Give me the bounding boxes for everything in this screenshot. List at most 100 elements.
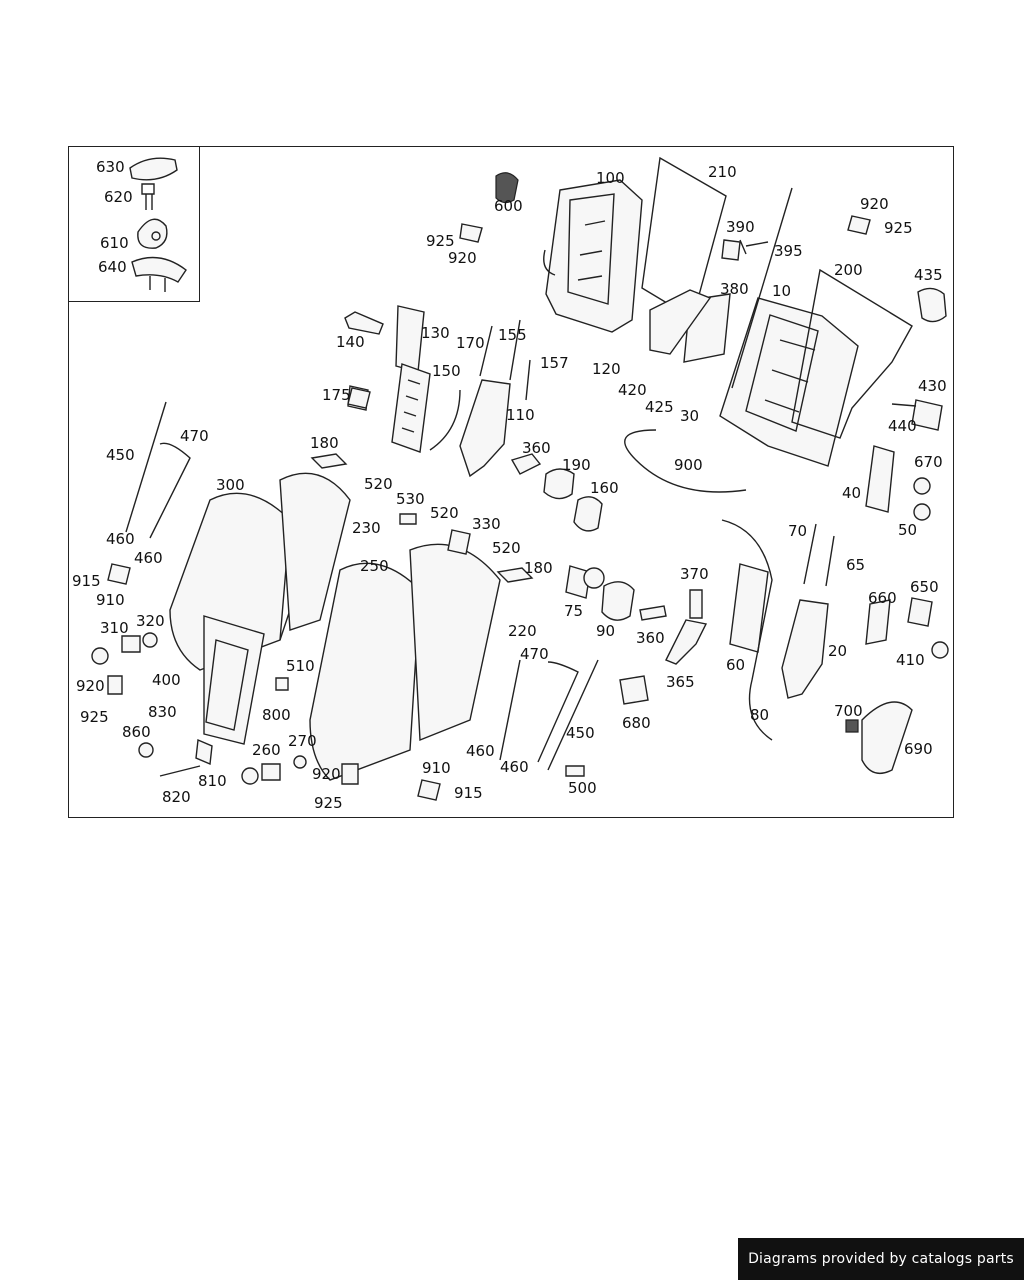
backrest-frame-right xyxy=(719,187,859,467)
part-label-70: 70 xyxy=(788,522,807,540)
cable-70 xyxy=(803,523,835,587)
seat-pan-400 xyxy=(203,615,265,745)
bolt-440 xyxy=(891,403,917,407)
nut-50 xyxy=(913,503,931,521)
part-label-900: 900 xyxy=(674,456,703,474)
part-label-75: 75 xyxy=(564,602,583,620)
connector-920-right xyxy=(847,215,871,235)
wire-470-right xyxy=(499,659,579,763)
clip-920-left xyxy=(107,675,123,695)
clip-180-right xyxy=(496,567,534,583)
seat-cushion-250 xyxy=(309,562,421,781)
part-label-460: 460 xyxy=(500,758,529,776)
part-label-630: 630 xyxy=(96,158,125,176)
part-label-920: 920 xyxy=(76,677,105,695)
fastener-330 xyxy=(447,529,471,555)
part-label-520: 520 xyxy=(364,475,393,493)
part-label-170: 170 xyxy=(456,334,485,352)
part-label-380: 380 xyxy=(720,280,749,298)
clip-910-mid xyxy=(417,779,441,801)
knob-90 xyxy=(601,581,635,621)
backrest-panel-210 xyxy=(641,156,727,316)
part-label-460: 460 xyxy=(134,549,163,567)
knob-160 xyxy=(573,496,603,532)
part-label-660: 660 xyxy=(868,589,897,607)
clip-660 xyxy=(865,599,891,645)
part-label-420: 420 xyxy=(618,381,647,399)
part-label-140: 140 xyxy=(336,333,365,351)
part-label-600: 600 xyxy=(494,197,523,215)
part-label-920: 920 xyxy=(860,195,889,213)
part-label-40: 40 xyxy=(842,484,861,502)
part-label-360: 360 xyxy=(522,439,551,457)
part-label-410: 410 xyxy=(896,651,925,669)
bracket-390 xyxy=(721,239,741,261)
nut-410 xyxy=(931,641,949,659)
part-label-175: 175 xyxy=(322,386,351,404)
part-label-160: 160 xyxy=(590,479,619,497)
part-label-180: 180 xyxy=(524,559,553,577)
mechanism-40 xyxy=(865,445,895,513)
connector-920-left xyxy=(459,223,483,243)
washer-320 xyxy=(142,632,158,648)
part-label-390: 390 xyxy=(726,218,755,236)
ring-600 xyxy=(495,172,519,204)
bracket-365 xyxy=(665,619,708,665)
cover-690 xyxy=(861,701,913,774)
part-label-270: 270 xyxy=(288,732,317,750)
cable-80 xyxy=(721,519,773,741)
bushing-310 xyxy=(91,647,109,665)
part-label-65: 65 xyxy=(846,556,865,574)
part-label-925: 925 xyxy=(426,232,455,250)
part-label-100: 100 xyxy=(596,169,625,187)
part-label-510: 510 xyxy=(286,657,315,675)
part-label-680: 680 xyxy=(622,714,651,732)
wire-450-left xyxy=(125,401,167,533)
nut-670 xyxy=(913,477,931,495)
part-label-90: 90 xyxy=(596,622,615,640)
nut-860 xyxy=(138,742,154,758)
part-label-460: 460 xyxy=(106,530,135,548)
part-label-260: 260 xyxy=(252,741,281,759)
part-label-670: 670 xyxy=(914,453,943,471)
part-label-810: 810 xyxy=(198,772,227,790)
mechanism-60 xyxy=(729,563,769,653)
bolt-370 xyxy=(689,589,703,619)
wire-450-right xyxy=(547,659,599,771)
part-label-200: 200 xyxy=(834,261,863,279)
part-label-30: 30 xyxy=(680,407,699,425)
part-label-360: 360 xyxy=(636,629,665,647)
part-label-425: 425 xyxy=(645,398,674,416)
knob-190 xyxy=(543,468,575,500)
fastener-530 xyxy=(399,513,417,525)
part-label-910: 910 xyxy=(96,591,125,609)
mechanism-20 xyxy=(781,599,829,699)
part-label-500: 500 xyxy=(568,779,597,797)
part-label-180: 180 xyxy=(310,434,339,452)
wire-470-left xyxy=(149,442,191,539)
part-label-470: 470 xyxy=(180,427,209,445)
part-label-150: 150 xyxy=(432,362,461,380)
part-label-915: 915 xyxy=(454,784,483,802)
seat-backrest-220 xyxy=(409,543,501,742)
part-label-300: 300 xyxy=(216,476,245,494)
part-label-60: 60 xyxy=(726,656,745,674)
part-label-130: 130 xyxy=(421,324,450,342)
part-label-370: 370 xyxy=(680,565,709,583)
part-label-80: 80 xyxy=(750,706,769,724)
part-label-395: 395 xyxy=(774,242,803,260)
bracket-430 xyxy=(911,399,943,431)
bolt-395 xyxy=(739,239,769,255)
part-label-310: 310 xyxy=(100,619,129,637)
clip-180-left xyxy=(310,453,348,469)
part-label-700: 700 xyxy=(834,702,863,720)
bolt-820 xyxy=(159,765,201,777)
part-label-925: 925 xyxy=(314,794,343,812)
mechanism-75 xyxy=(565,565,591,599)
part-label-210: 210 xyxy=(708,163,737,181)
switch-680 xyxy=(619,675,649,705)
bolt-360-mid xyxy=(639,605,667,621)
footer-text: Diagrams provided by catalogs parts xyxy=(748,1251,1014,1267)
part-label-20: 20 xyxy=(828,642,847,660)
